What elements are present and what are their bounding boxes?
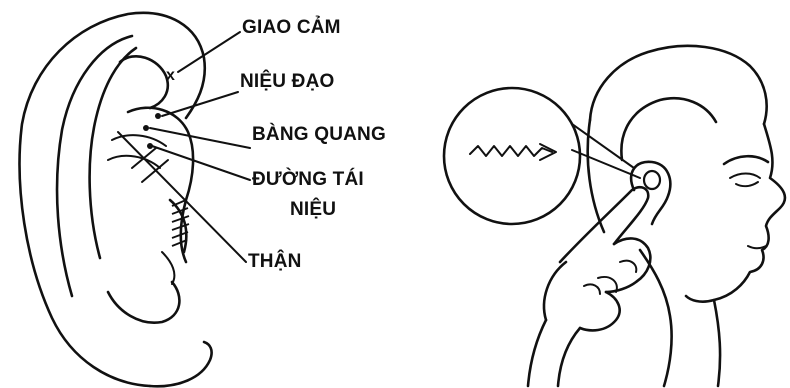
leader-giao-cam <box>177 31 241 73</box>
leader-than <box>117 131 247 263</box>
zigzag-arrow-icon <box>469 143 557 161</box>
ear-drawing: x <box>18 11 251 388</box>
label-nieu-dao: NIỆU ĐẠO <box>240 71 335 92</box>
label-bang-quang: BÀNG QUANG <box>252 124 386 145</box>
label-than: THẬN <box>248 251 302 272</box>
kidney-hatch-area <box>171 199 190 247</box>
label-giao-cam: GIAO CẢM <box>242 17 341 38</box>
head-profile-drawing <box>586 44 787 388</box>
label-duong-tai: ĐƯỜNG TÁI <box>252 169 364 190</box>
nieu-dao-point <box>155 113 161 119</box>
leader-bang-quang <box>149 127 251 149</box>
leader-nieu-dao <box>161 91 239 117</box>
finger-pressing-hand <box>526 185 652 388</box>
magnifier-callout <box>442 86 641 226</box>
leader-duong-tai-nieu <box>151 145 251 181</box>
label-nieu: NIỆU <box>290 199 337 220</box>
bang-quang-point <box>143 125 149 131</box>
duong-tai-nieu-point <box>147 143 153 149</box>
giao-cam-point-mark: x <box>166 67 175 84</box>
callout-leader-line <box>571 149 641 179</box>
